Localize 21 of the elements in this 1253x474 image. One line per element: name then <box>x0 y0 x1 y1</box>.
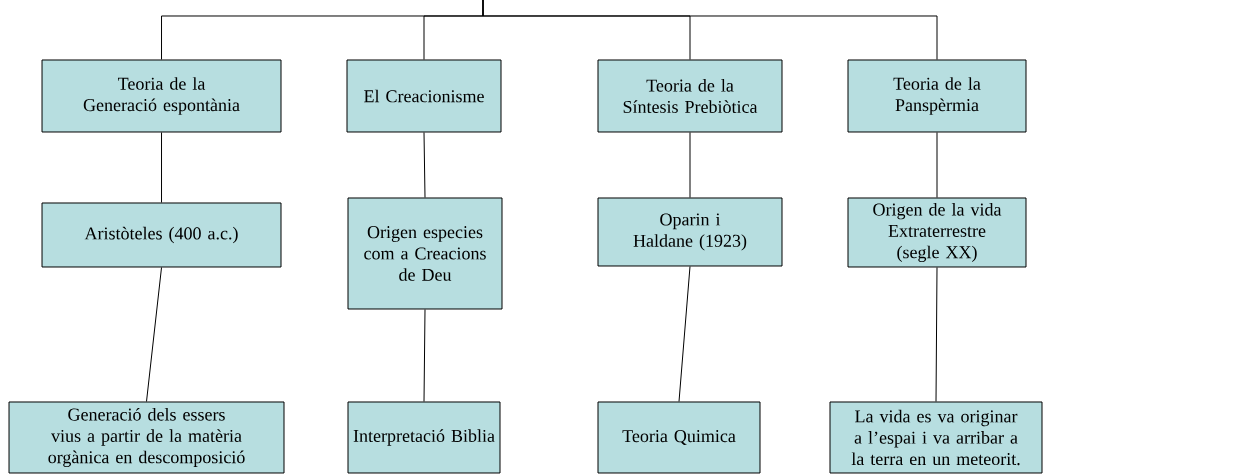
connector-line <box>423 132 426 198</box>
text-box: Teoria de la Generació espontània <box>41 59 282 133</box>
text-box: Aristòteles (400 a.c.) <box>41 202 282 268</box>
connector-line <box>678 266 691 402</box>
text-box: Origen especies com a Creacions de Deu <box>347 197 503 310</box>
connector-line <box>423 309 426 402</box>
text-box: Origen de la vida Extraterrestre (segle XX) <box>847 197 1027 268</box>
text-box: Teoria de la Panspèrmia <box>847 59 1027 133</box>
text-box: Teoria Quimica <box>597 401 761 474</box>
connector-line <box>689 132 691 198</box>
connector-line <box>936 132 938 198</box>
text-box: El Creacionisme <box>346 59 502 133</box>
text-box: Interpretació Biblia <box>347 401 501 474</box>
text-box: Teoria de la Síntesis Prebiòtica <box>597 59 783 133</box>
connector-line <box>161 132 162 203</box>
connector-line <box>935 267 938 402</box>
text-box: Generació dels essers vius a partir de la matèria orgànica en descomposició <box>8 401 285 474</box>
text-box: La vida es va originar a l’espai i va arribar a la terra en un meteorit. <box>829 401 1043 474</box>
connector-line <box>482 0 938 60</box>
text-box: Oparin i Haldane (1923) <box>597 197 783 267</box>
connector-line <box>146 267 162 402</box>
